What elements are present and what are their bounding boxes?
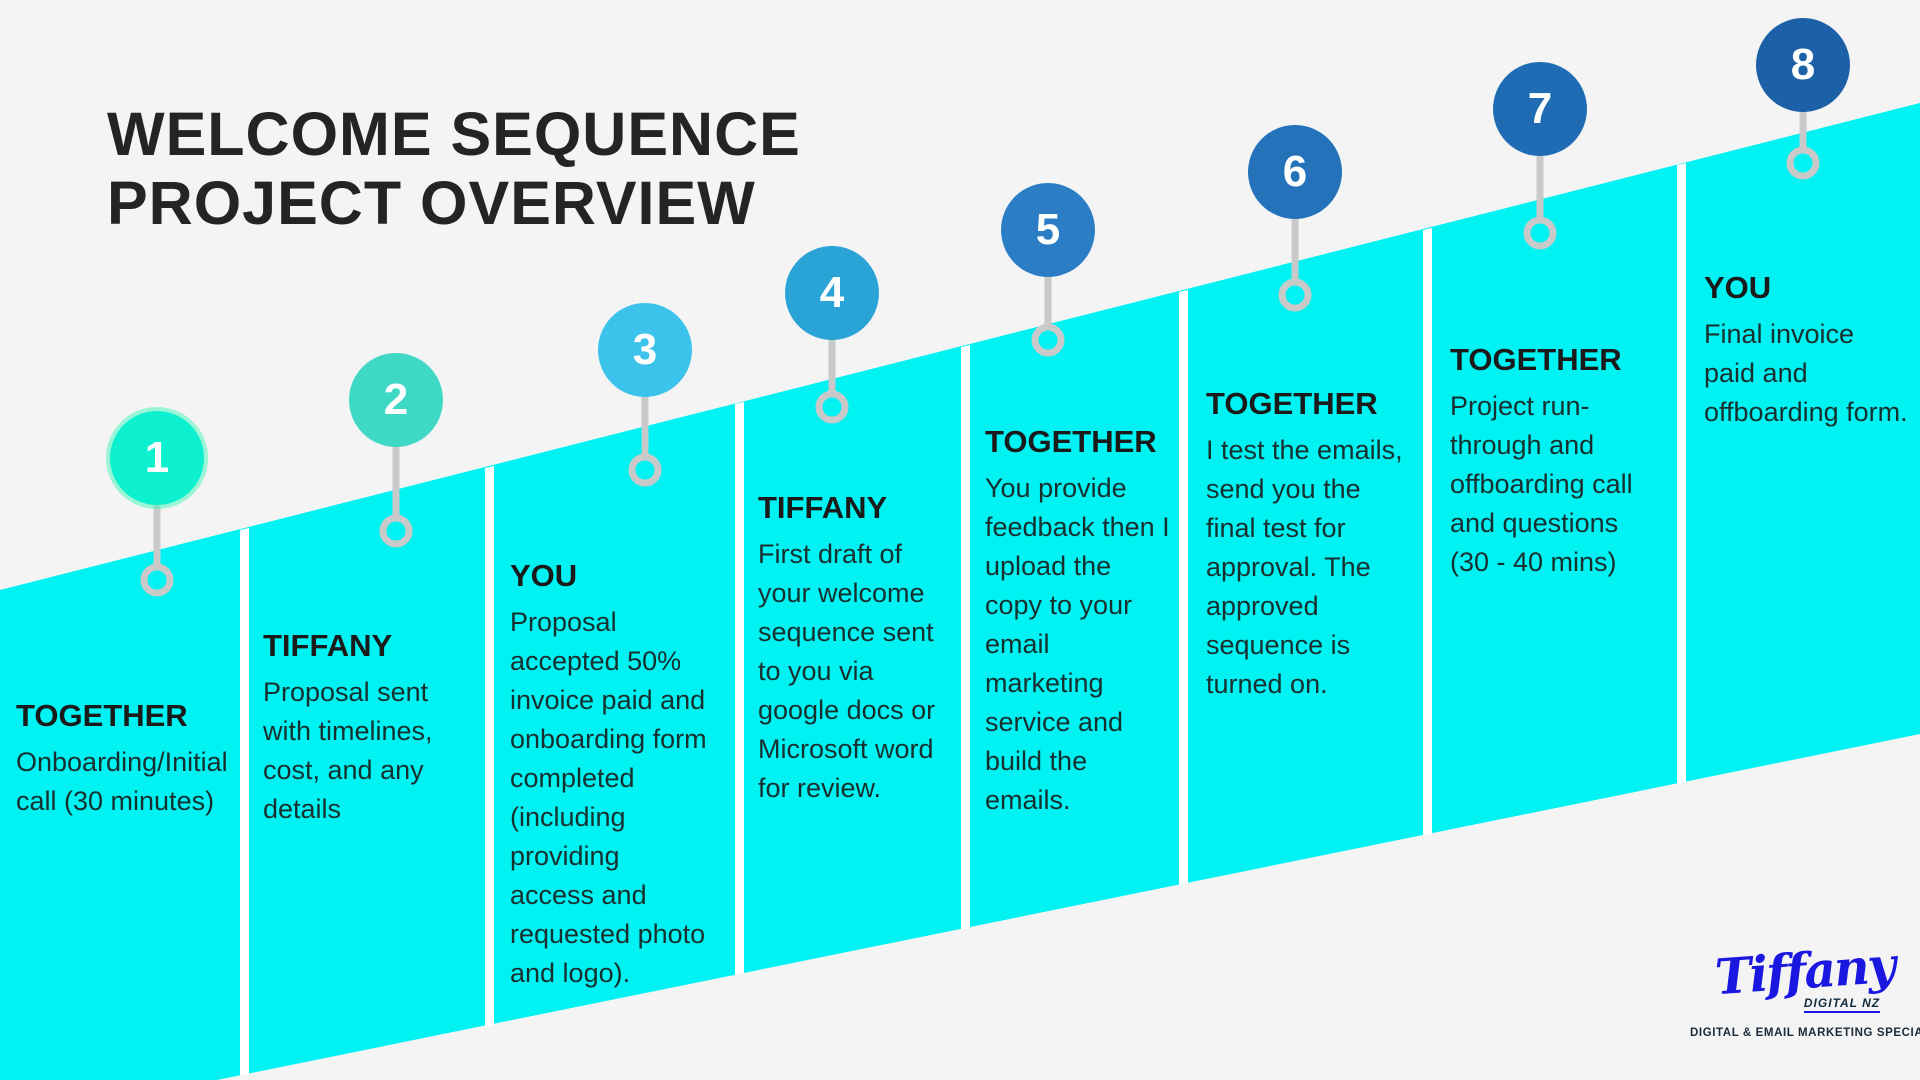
step-3-number: 3 <box>632 325 658 374</box>
step-3-number-badge: 3 <box>598 303 692 397</box>
step-5-panel-text: TOGETHER You provide feedback then I upl… <box>985 424 1173 820</box>
pin-ring <box>1031 323 1065 357</box>
brand-logo: Tiffany DIGITAL NZ DIGITAL & EMAIL MARKE… <box>1690 936 1920 1039</box>
panel-divider <box>240 528 249 1076</box>
step-4-number-badge: 4 <box>785 246 879 340</box>
step-5-label: TOGETHER <box>985 424 1157 459</box>
step-6-number: 6 <box>1282 147 1308 196</box>
page-title-line2: PROJECT OVERVIEW <box>107 169 756 237</box>
step-2-number: 2 <box>383 375 409 424</box>
pin-ring <box>1786 146 1820 180</box>
brand-logo-subbrand: DIGITAL NZ <box>1803 996 1881 1013</box>
step-2-label: TIFFANY <box>263 628 393 663</box>
step-4-label: TIFFANY <box>758 490 888 525</box>
step-6-number-badge: 6 <box>1248 125 1342 219</box>
step-8-panel-text: YOU Final invoice paid and offboarding f… <box>1704 270 1912 432</box>
step-7-label: TOGETHER <box>1450 342 1622 377</box>
panel-divider <box>1179 290 1188 885</box>
step-6-panel-text: TOGETHER I test the emails, send you the… <box>1206 386 1411 704</box>
pin-ring <box>1278 278 1312 312</box>
step-8-number-badge: 8 <box>1756 18 1850 112</box>
step-7-description: Project run-through and offboarding call… <box>1450 391 1633 577</box>
page-title-line1: WELCOME SEQUENCE <box>107 100 801 168</box>
step-7-panel-text: TOGETHER Project run-through and offboar… <box>1450 342 1660 582</box>
step-6-label: TOGETHER <box>1206 386 1378 421</box>
step-2-number-badge: 2 <box>349 353 443 447</box>
step-1-label: TOGETHER <box>16 698 188 733</box>
panel-divider <box>961 345 970 930</box>
step-8-number: 8 <box>1790 40 1816 89</box>
panel-divider <box>735 402 744 975</box>
step-8-description: Final invoice paid and offboarding form. <box>1704 319 1908 427</box>
pin-ring <box>379 514 413 548</box>
step-6-description: I test the emails, send you the final te… <box>1206 435 1403 699</box>
step-5-description: You provide feedback then I upload the c… <box>985 473 1170 815</box>
step-4-description: First draft of your welcome sequence sen… <box>758 539 936 803</box>
brand-logo-script: Tiffany <box>1713 935 1897 1007</box>
step-5-number-badge: 5 <box>1001 183 1095 277</box>
pin-ring <box>1523 216 1557 250</box>
panel-divider <box>1677 163 1686 784</box>
step-5-number: 5 <box>1035 205 1061 254</box>
ramp-shape <box>0 103 1920 1080</box>
step-4-number: 4 <box>819 268 845 317</box>
step-1-number: 1 <box>144 433 170 482</box>
step-2-description: Proposal sent with timelines, cost, and … <box>263 677 433 824</box>
panel-divider <box>1423 228 1432 836</box>
step-1-number-badge: 1 <box>110 411 204 505</box>
step-1-description: Onboarding/Initial call (30 minutes) <box>16 747 228 816</box>
pin-ring <box>140 563 174 597</box>
step-4-panel-text: TIFFANY First draft of your welcome sequ… <box>758 490 953 808</box>
page-title: WELCOME SEQUENCE PROJECT OVERVIEW <box>107 100 801 238</box>
pin-ring <box>815 390 849 424</box>
step-7-number-badge: 7 <box>1493 62 1587 156</box>
step-1-panel-text: TOGETHER Onboarding/Initial call (30 min… <box>16 698 228 821</box>
step-7-number: 7 <box>1527 84 1553 133</box>
brand-logo-tagline: DIGITAL & EMAIL MARKETING SPECIALIST <box>1690 1027 1920 1039</box>
step-3-label: YOU <box>510 558 578 593</box>
pin-ring <box>628 453 662 487</box>
step-3-description: Proposal accepted 50% invoice paid and o… <box>510 607 707 988</box>
step-3-panel-text: YOU Proposal accepted 50% invoice paid a… <box>510 558 710 993</box>
step-2-panel-text: TIFFANY Proposal sent with timelines, co… <box>263 628 475 829</box>
panel-divider <box>485 466 494 1027</box>
step-8-label: YOU <box>1704 270 1772 305</box>
